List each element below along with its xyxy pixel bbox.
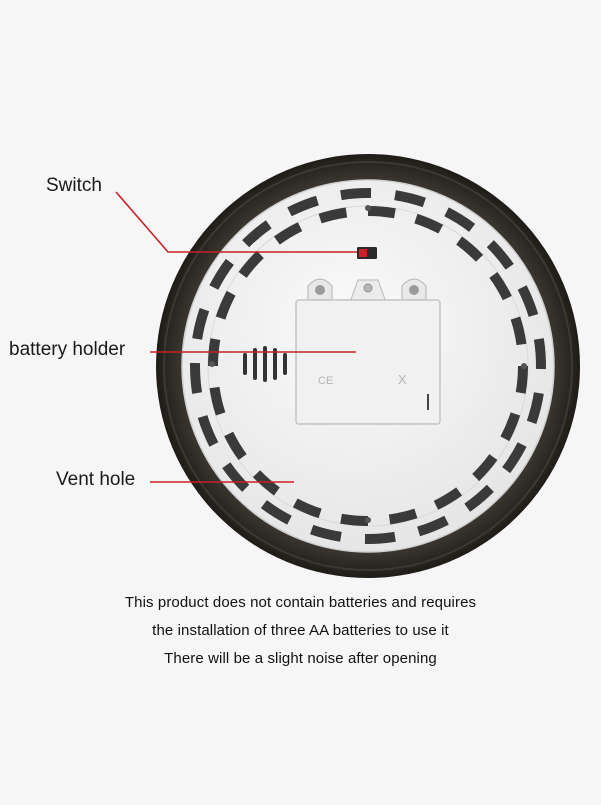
vent-slot <box>515 366 528 394</box>
rim-highlight <box>163 161 573 571</box>
vent-slot <box>209 258 234 290</box>
speaker-grille <box>243 346 287 382</box>
battery-cover-screw <box>363 283 373 293</box>
vent-slot <box>190 362 203 394</box>
vent-slot <box>292 498 322 519</box>
vent-slot <box>224 431 247 461</box>
vent-slot <box>517 285 539 317</box>
vent-slot <box>510 316 527 346</box>
vent-slot <box>464 484 494 512</box>
vent-slot <box>489 271 512 301</box>
vent-slot <box>310 524 342 542</box>
vent-slot <box>209 386 226 416</box>
plate-edge <box>181 179 555 553</box>
clip-hook-left-hole <box>315 285 325 295</box>
vent-slot <box>388 508 418 525</box>
leader-lines <box>115 191 357 483</box>
vent-slot <box>238 250 264 278</box>
vent-slot <box>414 213 444 234</box>
vent-slot <box>533 338 546 370</box>
battery-holder-cover <box>295 299 441 425</box>
leader-line-switch <box>115 191 357 253</box>
vent-slot <box>192 308 210 340</box>
switch-label: Switch <box>46 175 102 196</box>
clip-hook-right-hole <box>409 285 419 295</box>
vent-slot <box>368 206 396 219</box>
caption-line-1: This product does not contain batteries … <box>124 594 477 611</box>
vent-slot <box>252 470 280 496</box>
vent-slot <box>394 190 426 208</box>
vent-hole-label: Vent hole <box>56 469 136 490</box>
vent-slot <box>500 412 521 442</box>
vent-slot <box>486 240 514 270</box>
vent-slot <box>472 454 498 482</box>
screw-hole-bottom <box>365 517 371 523</box>
cover-mark-right: X <box>398 372 407 387</box>
vent-slot <box>433 487 463 510</box>
vent-slot <box>273 222 303 245</box>
cover-mark-left: CE <box>318 375 333 387</box>
vent-slot <box>456 236 484 262</box>
vent-slot <box>222 462 250 492</box>
caption-line-3: There will be a slight noise after openi… <box>164 650 437 667</box>
vent-slot <box>526 392 544 424</box>
vent-slot <box>242 220 272 248</box>
battery-holder-label: battery holder <box>9 339 126 360</box>
vent-slot <box>197 415 219 447</box>
screw-hole-left <box>209 361 215 367</box>
vent-slot <box>502 442 527 474</box>
vent-slot <box>417 515 449 537</box>
vent-slot <box>340 513 368 526</box>
screw-hole-top <box>365 205 371 211</box>
vent-slot <box>287 195 319 217</box>
vent-slot <box>318 207 348 224</box>
power-switch-knob <box>359 249 367 257</box>
vent-slot <box>364 531 396 544</box>
vent-slot <box>260 500 292 525</box>
screw-hole-right <box>521 363 527 369</box>
vent-holes-inner <box>208 206 528 526</box>
vent-holes-outer <box>190 188 546 544</box>
vent-slot <box>340 188 372 201</box>
vent-slot <box>444 207 476 232</box>
caption-line-2: the installation of three AA batteries t… <box>152 622 449 639</box>
vent-slot <box>215 290 236 320</box>
